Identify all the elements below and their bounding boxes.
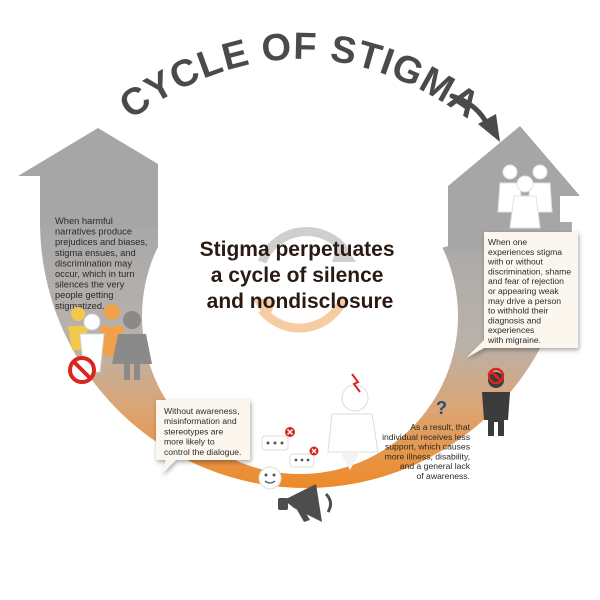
bottom-left-info-box [156,400,250,474]
bottom-right-text-line: support, which causes [385,442,470,452]
no-symbol-icon [68,356,96,384]
smiley-face-icon [258,466,282,490]
left-text-line: prejudices and biases, [55,237,148,247]
left-text-line: stigma ensues, and [55,248,136,258]
megaphone-icon [278,484,333,522]
right-box-line: diagnosis and [488,315,541,325]
left-text-line: narratives produce [55,227,132,237]
bottom-left-box-line: control the dialogue. [164,447,241,457]
right-box-line: experiences [488,325,534,335]
bottom-left-box-line: misinformation and [164,416,237,426]
left-text-line: discrimination may [55,258,132,268]
center-message: Stigma perpetuates a cycle of silence an… [200,238,401,313]
right-box-line: discrimination, shame [488,266,571,276]
right-info-box [466,232,578,358]
left-text-line: occur, which in turn [55,269,135,279]
bottom-right-text-line: more illness, disability, [385,451,470,461]
chat-bubble-icon [289,446,319,468]
center-line-3: and nondisclosure [207,290,394,313]
left-text-line: stigmatized. [55,301,105,311]
right-box-line: and fear of rejection [488,276,564,286]
center-line-1: Stigma perpetuates [200,238,395,261]
people-group-icon [497,164,553,229]
right-box-line: When one [488,237,527,247]
people-group-icon [68,304,152,380]
curved-arrow-icon [449,93,500,142]
center-line-2: a cycle of silence [211,264,384,287]
question-mark-icon: ? [436,398,447,418]
left-text-line: When harmful [55,216,113,226]
right-box-line: or appearing weak [488,286,559,296]
left-arrow-head [18,128,178,226]
right-box-line: may drive a person [488,296,561,306]
right-box-line: to withhold their [488,306,548,316]
left-text-line: silences the very [55,280,125,290]
right-box-line: with migraine. [487,335,541,345]
right-box-line: experiences stigma [488,247,562,257]
headache-person-icon [327,373,379,470]
right-box-line: with or without [487,257,544,267]
left-text-line: people getting [55,290,113,300]
bottom-right-text-line: of awareness. [416,471,470,481]
diagram-title: CYCLE OF STIGMA [112,26,487,127]
bottom-left-box-line: Without awareness, [164,406,239,416]
standing-person-icon [482,372,510,436]
bottom-left-box-line: stereotypes are [164,426,223,436]
bottom-right-text-line: individual receives less [382,432,470,442]
no-symbol-icon [487,367,505,385]
bottom-right-text-line: As a result, that [410,422,470,432]
chat-bubble-icon [261,427,295,451]
bottom-left-box-line: more likely to [164,437,215,447]
bottom-right-text-line: and a general lack [400,461,471,471]
refresh-cycle-icon [252,227,356,333]
